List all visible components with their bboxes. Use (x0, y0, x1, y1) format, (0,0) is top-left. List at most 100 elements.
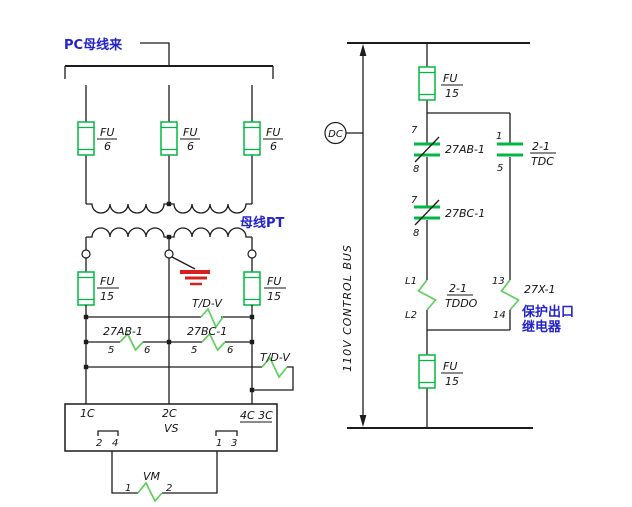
fuse-bands (244, 126, 260, 151)
fuse-symbol-bus-2: FU 6 (160, 121, 200, 156)
fuse-name: FU (100, 126, 114, 139)
coil-zigzag (500, 279, 520, 311)
vs-box (64, 403, 278, 452)
contact-27ab-1-nc: 7 8 27AB-1 (411, 125, 485, 175)
contact-label: T/D-V (192, 297, 223, 310)
contact-label: 27AB-1 (103, 325, 143, 338)
protection-note-line1: 保护出口 (521, 304, 574, 320)
vs-terminal-1c: 1C (80, 407, 95, 420)
contact-label: T/D-V (260, 351, 291, 364)
contact-zigzag (261, 356, 288, 379)
contact-zigzag (200, 307, 224, 329)
fuse-symbol-secondary-right: FU 15 (243, 271, 286, 306)
pt-label: 母线PT (240, 215, 285, 231)
vs-pair-number: 3 (231, 438, 237, 449)
fuse-body (418, 354, 436, 389)
coil-label: 27X-1 (524, 283, 556, 296)
junction-dot (249, 314, 255, 320)
fuse-bands (161, 126, 177, 151)
fuse-bands (78, 276, 94, 301)
feeder-label: PC母线来 (64, 37, 123, 53)
ground-symbol (171, 256, 210, 286)
junction-dots (83, 201, 255, 393)
bus-branch-wires-lower (85, 155, 253, 204)
contact-tdc: 1 5 2-1 TDC (496, 131, 556, 174)
fuse-bands (244, 276, 260, 301)
fuse-name: FU (267, 275, 281, 288)
junction-dot (166, 234, 172, 240)
vm-label: VM (143, 470, 161, 483)
coil-zigzag (417, 279, 437, 311)
vs-pair-number: 4 (112, 438, 118, 449)
fuse-rating: 15 (100, 290, 114, 303)
terminal-number: L1 (405, 276, 417, 287)
junction-dot (83, 339, 89, 345)
contact-27bc-1: 27BC-1 5 6 (187, 325, 252, 356)
contact-zigzag (201, 332, 226, 352)
fuse-symbol-bus-3: FU 6 (243, 121, 283, 156)
vs-pair-number: 1 (216, 438, 222, 449)
pc-bus-end-ticks (64, 66, 274, 79)
control-bus-indicator: 110V CONTROL BUS (341, 44, 367, 427)
terminal-number: 6 (227, 345, 233, 356)
pair-bracket-left (97, 430, 119, 436)
terminal-number: 1 (125, 483, 131, 494)
contact-27ab-1: 27AB-1 5 6 (86, 325, 202, 356)
fuse-symbol-bus-1: FU 6 (77, 121, 117, 156)
terminal-circle (247, 249, 257, 259)
contact-plates (497, 142, 523, 157)
contact-plates (414, 205, 440, 220)
terminal-number: 7 (411, 125, 418, 136)
control-bus-label: 110V CONTROL BUS (341, 244, 354, 372)
fuse-name: FU (266, 126, 280, 139)
fuse-body (418, 66, 436, 101)
terminal-number: 7 (411, 195, 418, 206)
fuse-rating: 6 (270, 140, 277, 153)
terminal-number: 13 (492, 276, 505, 287)
fuse-bands (78, 126, 94, 151)
coil-label-denominator: TDDO (445, 297, 478, 310)
fuse-name: FU (100, 275, 114, 288)
terminal-number: 8 (413, 228, 419, 239)
vs-selector-block: 1C 2C 4C 3C VS 2 4 1 3 (64, 403, 278, 452)
dc-label: DC (328, 129, 343, 140)
contact-zigzag (119, 332, 144, 352)
fuse-rating: 15 (445, 87, 459, 100)
coil-27x-1: 13 14 27X-1 保护出口 继电器 (492, 276, 574, 335)
contact-plates (414, 142, 440, 157)
junction-dot (166, 201, 172, 207)
voltmeter-vm: VM 1 2 (111, 451, 218, 503)
pair-bracket-right (215, 430, 238, 436)
ground-lead (171, 256, 196, 270)
feeder-wire (140, 42, 170, 66)
fuse-rating: 6 (104, 140, 111, 153)
tdv-contact-bottom: T/D-V (86, 351, 294, 391)
fuse-bands (419, 359, 435, 384)
fuse-name: FU (443, 72, 457, 85)
nc-slash (414, 199, 440, 226)
junction-dot (249, 387, 255, 393)
contact-label-numerator: 2-1 (532, 140, 550, 153)
arrow-up-icon (359, 44, 367, 56)
row-wire (86, 366, 294, 391)
contact-27bc-1-nc: 7 8 27BC-1 (411, 195, 485, 239)
fuse-bands (419, 71, 435, 96)
terminal-number: 1 (496, 131, 502, 142)
fuse-body (77, 121, 95, 156)
protection-note-line2: 继电器 (522, 319, 562, 335)
junction-dot (83, 364, 89, 370)
vs-terminal-4c3c: 4C 3C (240, 409, 273, 422)
control-circuit-wires (426, 43, 511, 428)
terminal-number: 5 (108, 345, 114, 356)
vs-label: VS (164, 422, 179, 435)
fuse-rating: 15 (445, 375, 459, 388)
contact-label: 27BC-1 (187, 325, 227, 338)
fuse-symbol-control-bottom: FU 15 (418, 354, 463, 389)
terminal-number: 5 (497, 163, 503, 174)
terminal-circle (81, 249, 91, 259)
fuse-body (160, 121, 178, 156)
vm-loop-wire (111, 451, 218, 494)
fuse-symbol-control-top: FU 15 (418, 66, 463, 101)
